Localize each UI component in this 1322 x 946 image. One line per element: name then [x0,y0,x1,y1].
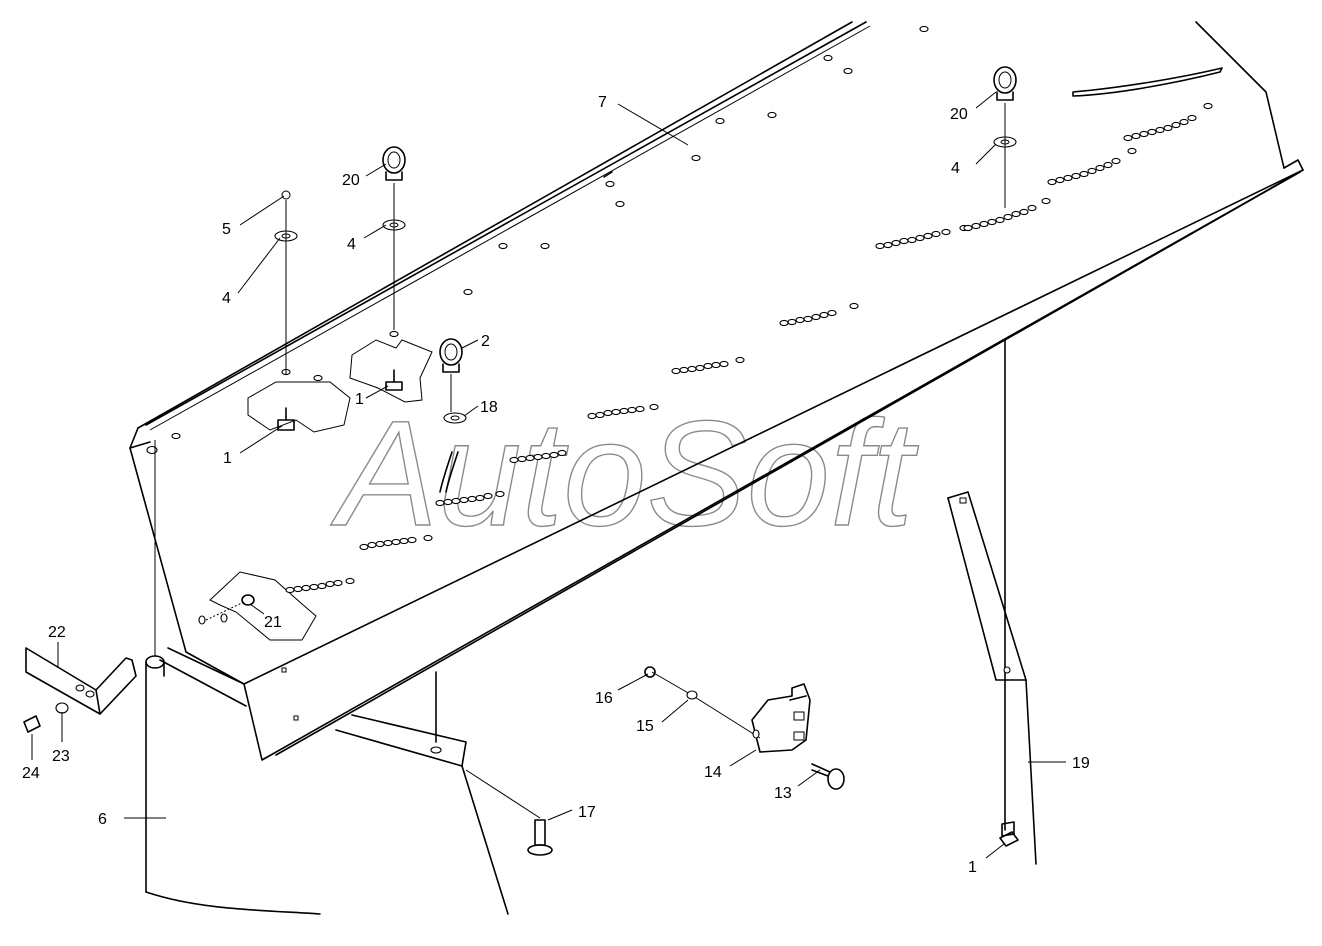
callout-15: 15 [636,718,654,735]
callout-16: 16 [595,690,613,707]
callout-2: 2 [481,333,490,350]
bolt-17 [430,746,553,856]
callout-1-mid: 1 [355,391,364,408]
callout-4-left: 4 [222,290,231,307]
watermark-text: AutoSoft [330,389,919,557]
deck-holes [146,25,1213,721]
callout-19: 19 [1072,755,1090,772]
bracket-22 [23,647,137,733]
hardware-stack-eyebolt-a [382,146,406,391]
callout-23: 23 [52,748,70,765]
callout-20-right: 20 [950,106,968,123]
callout-7: 7 [598,94,607,111]
hardware-stack-left [274,190,298,431]
leader-lines [31,91,1066,859]
callout-14: 14 [704,764,722,781]
strut-19 [947,491,1037,865]
callout-6: 6 [98,811,107,828]
callout-4-mid: 4 [347,236,356,253]
callout-21: 21 [264,614,282,631]
callout-22: 22 [48,624,66,641]
bracket-14 [644,666,845,790]
callout-4-right: 4 [951,160,960,177]
post-6 [145,440,321,915]
callout-1-right: 1 [968,859,977,876]
callout-1-left: 1 [223,450,232,467]
hardware-stack-eyebolt-c [993,66,1017,208]
bolt-21 [205,594,255,621]
callout-labels: 7 20 20 5 4 4 4 2 18 1 1 1 21 22 23 24 6… [22,94,1090,876]
callout-5: 5 [222,221,231,238]
hardware-stack-eyebolt-b [439,338,467,493]
callout-20-left: 20 [342,172,360,189]
callout-13: 13 [774,785,792,802]
callout-18: 18 [480,399,498,416]
deck-panel [129,21,1304,915]
callout-24: 24 [22,765,40,782]
callout-17: 17 [578,804,596,821]
